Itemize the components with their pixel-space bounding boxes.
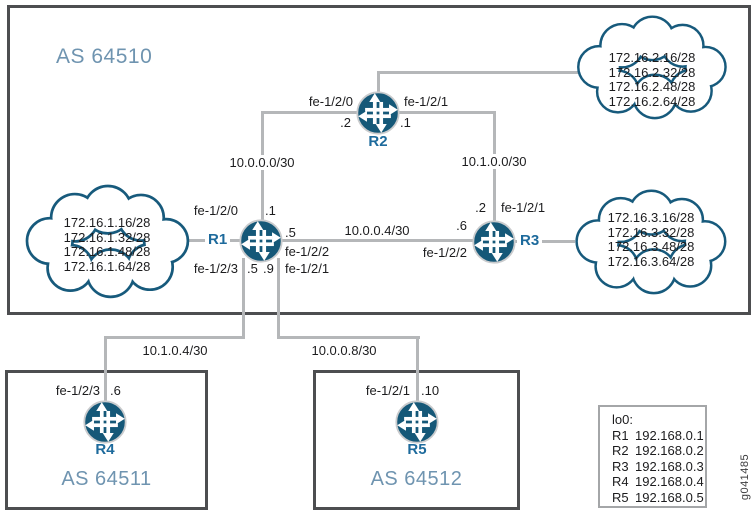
link-r1-r2-horizontal [261, 111, 361, 114]
subnet-label-r1-r3: 10.0.0.4/30 [344, 223, 410, 238]
as64512-label: AS 64512 [370, 468, 463, 490]
legend-router: R4 [612, 474, 629, 490]
prefix: 172.16.2.16/28 [608, 50, 696, 65]
interface-label-r2-fe121: fe-1/2/1 [404, 94, 449, 109]
juniper-router-icon-r3 [471, 219, 517, 265]
legend-row: R5 192.168.0.5 [612, 490, 705, 506]
legend-row: R4 192.168.0.4 [612, 474, 705, 490]
cloud-east-prefix-list: 172.16.3.16/28 172.16.3.32/28 172.16.3.4… [571, 210, 731, 269]
address-label-r1-dot1: .1 [265, 203, 276, 218]
interface-label-r1-fe121: fe-1/2/1 [285, 261, 330, 276]
legend-row: R1 192.168.0.1 [612, 428, 705, 444]
prefix: 172.16.1.48/28 [63, 244, 151, 260]
legend-router: R2 [612, 443, 629, 459]
juniper-router-icon-r2 [355, 90, 401, 136]
link-r1-r3 [279, 239, 475, 242]
prefix: 172.16.3.16/28 [607, 210, 695, 225]
address-label-r1-dot5: .5 [285, 225, 296, 240]
interface-label-r3-fe121: fe-1/2/1 [501, 200, 546, 215]
prefix: 172.16.3.32/28 [607, 224, 695, 240]
interface-label-r4-fe123: fe-1/2/3 [55, 383, 100, 398]
legend-address: 192.168.0.1 [635, 427, 704, 443]
juniper-router-icon-r4 [82, 399, 128, 445]
address-label-r1-dot5b: .5 [247, 261, 258, 276]
interface-label-r3-fe122: fe-1/2/2 [422, 245, 467, 260]
interface-label-r1-fe123: fe-1/2/3 [193, 261, 238, 276]
legend-address: 192.168.0.2 [635, 443, 704, 459]
link-r1-r4-horizontal [104, 336, 245, 339]
subnet-label-r2-r3: 10.1.0.0/30 [454, 154, 534, 169]
router-label-r4: R4 [95, 441, 115, 458]
legend-router: R1 [612, 427, 629, 443]
router-label-r3: R3 [517, 232, 543, 249]
address-label-r2-dot1: .1 [400, 115, 411, 130]
prefix: 172.16.2.32/28 [608, 64, 696, 80]
as64511-label: AS 64511 [61, 468, 152, 490]
link-r1-r5-horizontal [277, 336, 420, 339]
address-label-r1-dot9: .9 [263, 261, 274, 276]
prefix: 172.16.1.16/28 [63, 215, 151, 230]
legend-row: R3 192.168.0.3 [612, 459, 705, 475]
prefix: 172.16.3.48/28 [607, 239, 695, 255]
router-label-r1: R1 [205, 231, 231, 248]
subnet-label-r1-r5: 10.0.0.8/30 [311, 343, 377, 358]
cloud-northeast-prefix-list: 172.16.2.16/28 172.16.2.32/28 172.16.2.4… [572, 50, 732, 109]
link-cloud-ne-r2-vertical [377, 71, 380, 93]
link-r1-r5-vertical-upper [277, 258, 280, 339]
prefix: 172.16.1.32/28 [63, 229, 151, 245]
legend-address: 192.168.0.4 [635, 474, 704, 490]
cloud-west-prefix-list: 172.16.1.16/28 172.16.1.32/28 172.16.1.4… [27, 215, 187, 274]
legend-row: R2 192.168.0.2 [612, 443, 705, 459]
link-r1-r4-vertical-upper [242, 258, 245, 339]
address-label-r3-dot2: .2 [475, 200, 486, 215]
juniper-router-icon-r1 [238, 218, 284, 264]
link-r3-cloud-east [513, 240, 575, 243]
legend-title: lo0: [612, 412, 633, 427]
legend-address: 192.168.0.5 [635, 489, 704, 505]
router-label-r5: R5 [407, 441, 427, 458]
interface-label-r5-fe121: fe-1/2/1 [365, 383, 410, 398]
prefix: 172.16.2.64/28 [608, 93, 696, 109]
router-label-r2: R2 [368, 133, 388, 150]
prefix: 172.16.1.64/28 [63, 258, 151, 274]
legend-router: R5 [612, 489, 629, 505]
legend-address: 192.168.0.3 [635, 458, 704, 474]
link-cloud-ne-r2-horizontal [377, 71, 585, 74]
interface-label-r1-fe122: fe-1/2/2 [285, 244, 330, 259]
address-label-r4-dot6: .6 [110, 383, 121, 398]
subnet-label-r1-r2: 10.0.0.0/30 [222, 155, 302, 170]
legend-router: R3 [612, 458, 629, 474]
prefix: 172.16.3.64/28 [607, 253, 695, 269]
link-r2-r3-horizontal [395, 111, 495, 114]
as64510-boundary-box [7, 5, 751, 315]
loopback-legend-box: lo0: R1 192.168.0.1 R2 192.168.0.2 R3 192.1… [598, 405, 707, 508]
figure-id: g041485 [739, 453, 751, 501]
interface-label-r2-fe120: fe-1/2/0 [308, 94, 353, 109]
address-label-r2-dot2: .2 [340, 115, 351, 130]
address-label-r5-dot10: .10 [421, 383, 440, 398]
interface-label-r1-fe120: fe-1/2/0 [193, 203, 238, 218]
address-label-r3-dot6: .6 [456, 218, 467, 233]
link-r1-r5-vertical-lower [416, 336, 419, 402]
subnet-label-r1-r4: 10.1.0.4/30 [142, 343, 208, 358]
prefix: 172.16.2.48/28 [608, 79, 696, 95]
as64510-label: AS 64510 [56, 45, 153, 68]
link-r1-r4-vertical-lower [104, 336, 107, 402]
juniper-router-icon-r5 [394, 399, 440, 445]
